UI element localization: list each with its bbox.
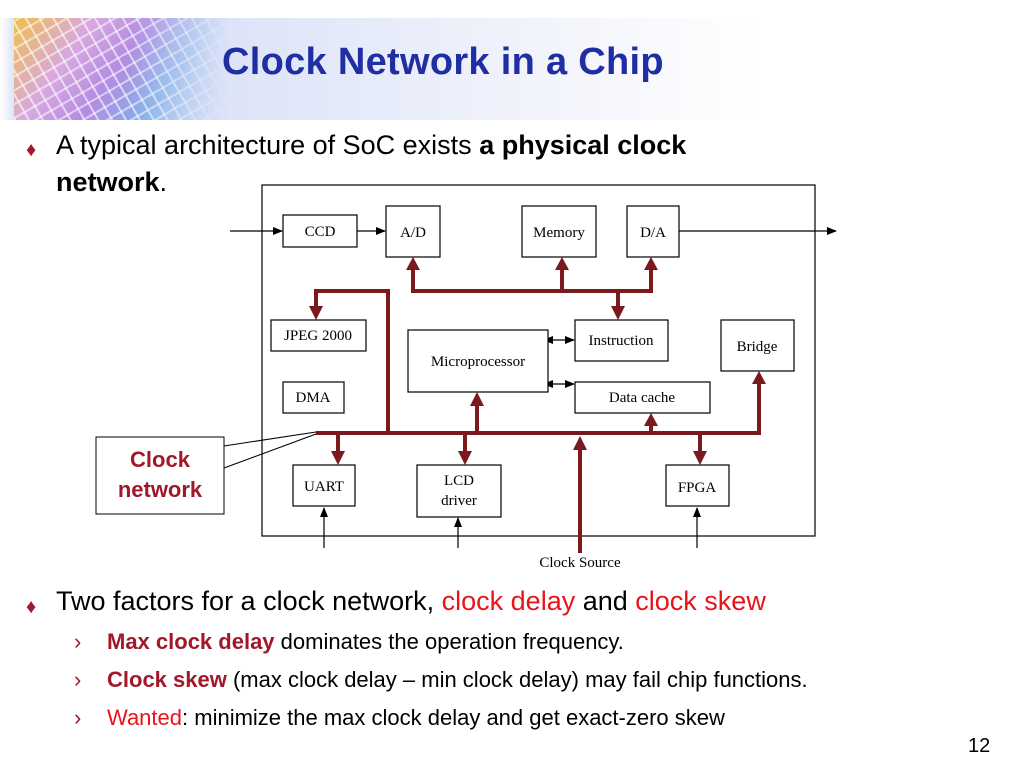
uart-block [292,464,356,507]
sub-bullet-3-rest: : minimize the max clock delay and get e… [182,705,725,730]
lcd-label: LCD [444,473,474,489]
bullet-1-period: . [159,167,168,197]
driver-label: driver [441,493,477,509]
ad-label: A/D [400,225,426,241]
fpga-label: FPGA [678,480,717,496]
sub-bullet-2: Clock skew (max clock delay – min clock … [107,667,808,693]
ccd-block [282,214,358,248]
dma-block [282,381,345,414]
clock-delay-term: clock delay [441,586,576,616]
sub-bullet-3-lead: Wanted [107,705,183,730]
sub-bullet-2-rest: (max clock delay – min clock delay) may … [226,667,808,692]
microprocessor-label: Microprocessor [431,354,525,370]
sub-bullet-marker: › [74,705,82,730]
callout-line-1: Clock [130,447,191,472]
callout-line-2: network [118,477,203,502]
chip-wafer-image [14,18,229,120]
sub-bullet-1-rest: dominates the operation frequency. [274,629,624,654]
sub-bullet-1-lead: Max clock delay [107,629,275,654]
clock-wires [314,268,761,553]
bullet-1-bold: a physical clock [479,130,687,160]
bullet-1-line-2: network. [56,166,167,198]
da-block [626,205,680,258]
clock-skew-term: clock skew [635,586,766,616]
sub-bullet-marker: › [74,667,82,692]
dma-label: DMA [295,390,330,406]
bullet-2-joiner: and [575,586,636,616]
jpeg-block [270,319,367,352]
page-number: 12 [968,735,991,757]
bullet-2-line: Two factors for a clock network, clock d… [56,585,766,617]
bullet-marker: ♦ [26,139,37,161]
microprocessor-block [407,329,549,393]
clock-source-label: Clock Source [539,555,621,571]
fpga-block [665,464,730,507]
sub-bullet-1: Max clock delay dominates the operation … [107,629,624,655]
memory-block [521,205,597,258]
sub-bullet-marker: › [74,629,82,654]
bullet-1-bold-cont: network [56,167,160,197]
bridge-label: Bridge [737,339,778,355]
instruction-block [574,319,669,362]
uart-label: UART [304,479,344,495]
bullet-2-text: Two factors for a clock network, [56,586,442,616]
lcd-driver-block [416,464,502,518]
bullet-1-line-1: A typical architecture of SoC exists a p… [56,129,686,161]
sub-bullet-2-lead: Clock skew [107,667,227,692]
blocks [270,205,795,518]
bullet-marker: ♦ [26,596,37,618]
bridge-block [720,319,795,372]
jpeg-label: JPEG 2000 [284,328,352,344]
data-cache-block [574,381,711,414]
da-label: D/A [640,225,666,241]
clock-network-callout: Clock network [95,431,317,515]
chip-boundary [261,184,816,537]
clock-arrowheads [309,257,766,465]
data-paths [230,227,837,548]
data-cache-label: Data cache [609,390,676,406]
instruction-label: Instruction [589,333,654,349]
bullet-1-text: A typical architecture of SoC exists [56,130,480,160]
slide-title: Clock Network in a Chip [222,41,664,83]
ccd-label: CCD [305,224,336,240]
memory-label: Memory [533,225,585,241]
sub-bullet-3: Wanted: minimize the max clock delay and… [107,705,725,731]
